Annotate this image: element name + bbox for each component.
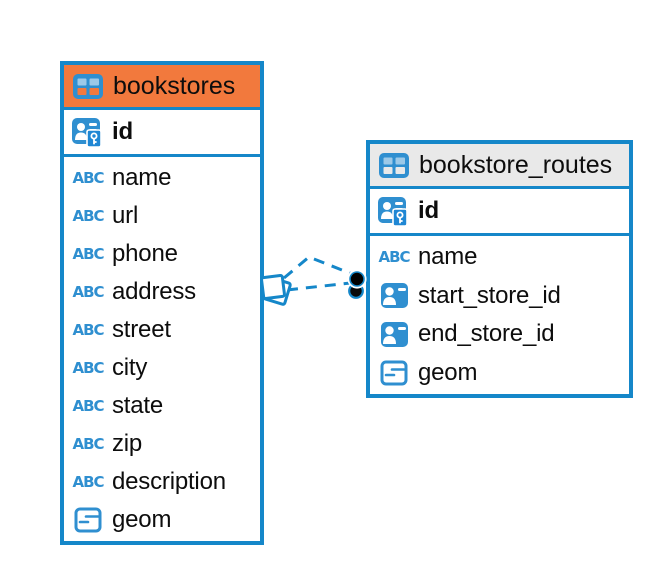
table-icon: [378, 152, 410, 179]
table-icon: [72, 73, 104, 100]
abc-icon: ABC: [72, 358, 104, 377]
abc-icon: ABC: [72, 320, 104, 339]
abc-icon: ABC: [72, 206, 104, 225]
abc-icon: ABC: [72, 244, 104, 263]
field-row-name[interactable]: ABC name: [64, 164, 260, 192]
field-list: ABC name start_store_id: [370, 236, 629, 394]
person-key-icon: [376, 195, 412, 227]
geometry-icon: [376, 360, 412, 386]
abc-icon: ABC: [378, 247, 410, 266]
field-row-street[interactable]: ABC street: [64, 316, 260, 344]
field-list: ABC name ABC url ABC phone ABC address A…: [64, 157, 260, 541]
relation-one-end-marker[interactable]: [347, 269, 367, 299]
relation-line-upper[interactable]: [283, 255, 353, 280]
abc-icon: ABC: [72, 472, 104, 491]
geometry-icon: [70, 507, 106, 533]
field-row-start-store-id[interactable]: start_store_id: [370, 282, 629, 310]
table-bookstore-routes[interactable]: bookstore_routes id ABC: [366, 140, 633, 398]
table-bookstore-routes-header[interactable]: bookstore_routes: [370, 144, 629, 189]
field-row-city[interactable]: ABC city: [64, 354, 260, 382]
relation-line-lower[interactable]: [286, 281, 351, 292]
pk-row-id[interactable]: id: [370, 189, 629, 236]
field-row-url[interactable]: ABC url: [64, 202, 260, 230]
table-title: bookstore_routes: [419, 150, 613, 179]
person-key-icon: [70, 116, 106, 148]
pk-field-name: id: [112, 118, 133, 145]
table-bookstores-header[interactable]: bookstores: [64, 65, 260, 110]
pk-row-id[interactable]: id: [64, 110, 260, 157]
abc-icon: ABC: [72, 168, 104, 187]
person-reference-icon: [376, 321, 412, 348]
person-reference-icon: [376, 282, 412, 309]
field-row-name[interactable]: ABC name: [370, 243, 629, 271]
field-row-address[interactable]: ABC address: [64, 278, 260, 306]
field-row-geom[interactable]: geom: [370, 359, 629, 387]
abc-icon: ABC: [72, 396, 104, 415]
field-row-end-store-id[interactable]: end_store_id: [370, 320, 629, 348]
field-row-geom[interactable]: geom: [64, 506, 260, 534]
field-row-phone[interactable]: ABC phone: [64, 240, 260, 268]
field-row-description[interactable]: ABC description: [64, 468, 260, 496]
abc-icon: ABC: [72, 282, 104, 301]
field-row-state[interactable]: ABC state: [64, 392, 260, 420]
table-title: bookstores: [113, 71, 236, 100]
pk-field-name: id: [418, 197, 439, 224]
abc-icon: ABC: [72, 434, 104, 453]
table-bookstores[interactable]: bookstores id ABC: [60, 61, 264, 545]
relation-many-end-marker[interactable]: [260, 274, 292, 306]
field-row-zip[interactable]: ABC zip: [64, 430, 260, 458]
